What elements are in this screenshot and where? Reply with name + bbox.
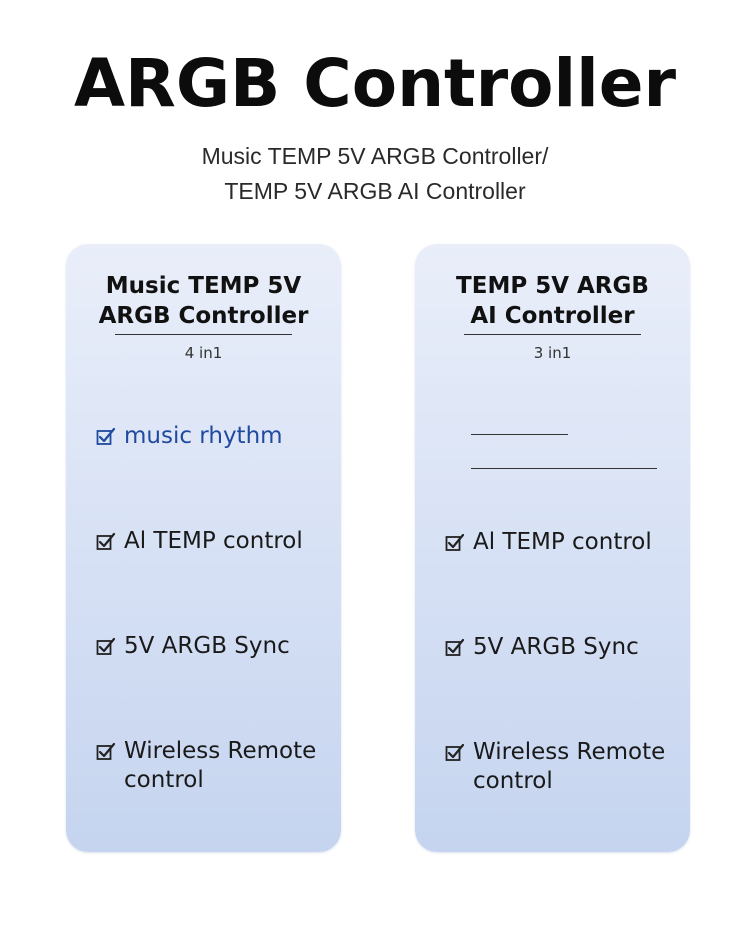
missing-feature-line: [471, 468, 657, 469]
card-title-line-2: AI Controller: [470, 303, 635, 329]
feature-label: Al TEMP control: [473, 529, 652, 555]
card-title-line-2: ARGB Controller: [98, 303, 309, 329]
card-ai-controller: TEMP 5V ARGB AI Controller 3 in1 Al TEMP…: [415, 244, 690, 852]
feature-label: Wireless Remote control: [473, 739, 666, 794]
feature-label: 5V ARGB Sync: [473, 634, 639, 660]
feature-label: music rhythm: [124, 423, 283, 449]
checkbox-check-icon: [96, 637, 116, 655]
feature-argb-sync: 5V ARGB Sync: [445, 633, 693, 662]
feature-label: Al TEMP control: [124, 528, 303, 554]
checkbox-check-icon: [445, 743, 465, 761]
feature-music-rhythm: music rhythm: [96, 422, 344, 451]
feature-wireless-remote: Wireless Remote control: [445, 738, 693, 796]
subtitle-line-1: Music TEMP 5V ARGB Controller/: [201, 143, 549, 169]
card-title-divider: [464, 334, 641, 335]
card-title-line-1: TEMP 5V ARGB: [456, 273, 649, 299]
card-count: 4 in1: [184, 344, 223, 362]
feature-argb-sync: 5V ARGB Sync: [96, 632, 344, 661]
checkbox-check-icon: [96, 427, 116, 445]
card-title-divider: [115, 334, 292, 335]
missing-feature-line: [471, 434, 568, 435]
feature-temp-control: Al TEMP control: [445, 528, 693, 557]
subtitle-line-2: TEMP 5V ARGB AI Controller: [224, 178, 526, 204]
page-title: ARGB Controller: [73, 45, 677, 122]
feature-label: Wireless Remote control: [124, 738, 317, 793]
card-title-line-1: Music TEMP 5V: [105, 273, 302, 299]
feature-label: 5V ARGB Sync: [124, 633, 290, 659]
checkbox-check-icon: [445, 638, 465, 656]
card-music-temp-controller: Music TEMP 5V ARGB Controller 4 in1 musi…: [66, 244, 341, 852]
feature-temp-control: Al TEMP control: [96, 527, 344, 556]
checkbox-check-icon: [96, 742, 116, 760]
checkbox-check-icon: [445, 533, 465, 551]
feature-wireless-remote: Wireless Remote control: [96, 737, 344, 795]
card-count: 3 in1: [533, 344, 572, 362]
checkbox-check-icon: [96, 532, 116, 550]
